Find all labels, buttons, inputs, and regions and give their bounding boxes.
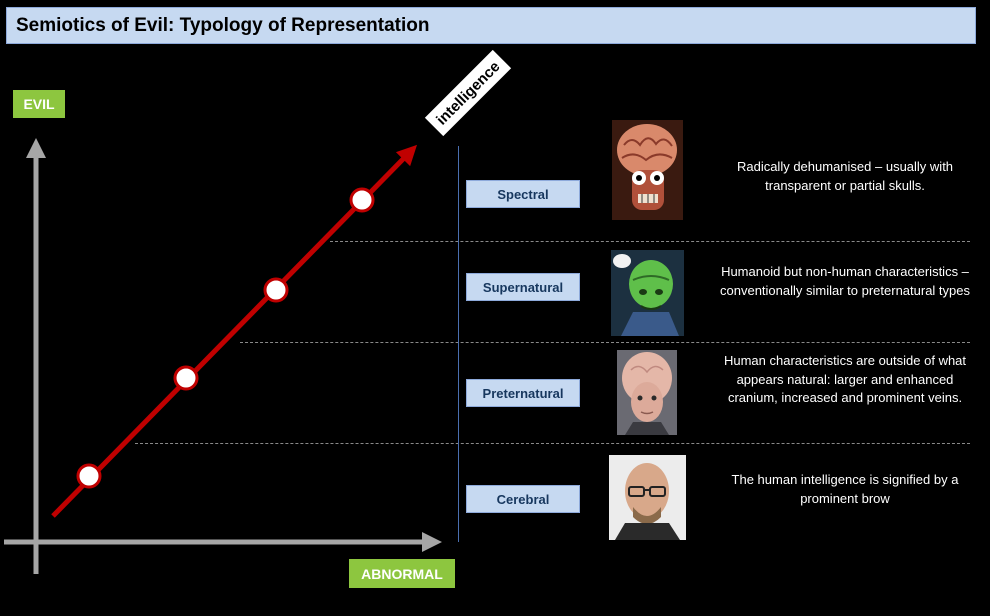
tier-divider [135, 443, 970, 444]
page-title: Semiotics of Evil: Typology of Represent… [16, 15, 430, 36]
y-axis-label: EVIL [13, 90, 65, 118]
category-spectral: Spectral [466, 180, 580, 208]
description-preternatural: Human characteristics are outside of wha… [723, 353, 967, 405]
description-spectral: Radically dehumanised – usually with tra… [736, 159, 954, 193]
tier-divider [240, 342, 970, 343]
alien-skull-portrait-icon [612, 120, 683, 220]
level-marker-supernatural [263, 277, 289, 303]
green-humanoid-portrait-icon [611, 250, 684, 336]
category-supernatural: Supernatural [466, 273, 580, 301]
level-marker-spectral [349, 187, 375, 213]
enlarged-cranium-portrait-icon [617, 350, 677, 435]
category-preternatural: Preternatural [466, 379, 580, 407]
tier-divider [330, 241, 970, 242]
level-marker-cerebral [76, 463, 102, 489]
description-supernatural: Humanoid but non-human characteristics –… [720, 264, 971, 298]
level-marker-preternatural [173, 365, 199, 391]
intelligence-arrow [51, 144, 418, 518]
title-bar: Semiotics of Evil: Typology of Represent… [6, 7, 976, 44]
column-divider [458, 146, 459, 542]
category-cerebral: Cerebral [466, 485, 580, 513]
x-axis-label: ABNORMAL [349, 559, 455, 588]
bald-man-portrait-icon [609, 455, 686, 540]
description-cerebral: The human intelligence is signified by a… [731, 472, 959, 506]
